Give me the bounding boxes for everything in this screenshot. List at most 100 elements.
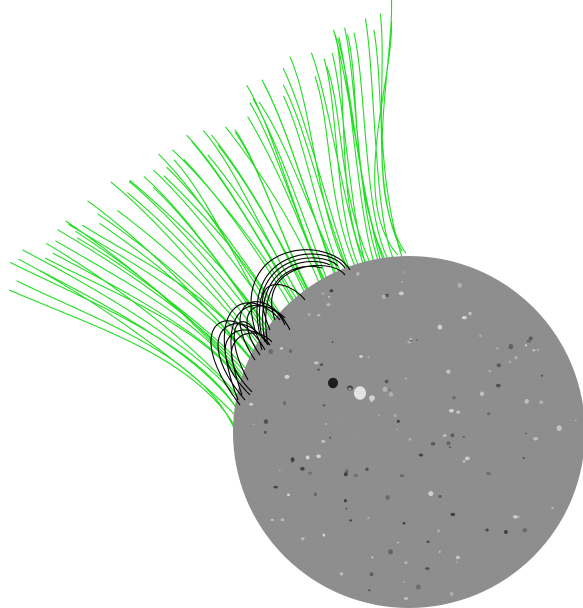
open-field-line xyxy=(382,0,406,253)
magnetic-feature xyxy=(287,494,290,497)
magnetic-feature xyxy=(416,339,418,341)
magnetic-feature xyxy=(378,414,380,416)
open-field-line xyxy=(17,281,236,433)
magnetic-feature xyxy=(320,363,323,366)
magnetic-feature xyxy=(322,404,325,406)
magnetic-feature xyxy=(368,589,371,591)
magnetic-feature xyxy=(405,378,408,380)
open-field-line xyxy=(335,35,378,279)
magnetic-feature xyxy=(308,313,311,316)
magnetic-feature xyxy=(356,272,359,275)
magnetic-feature xyxy=(451,513,455,516)
magnetic-feature xyxy=(369,395,375,400)
magnetic-feature xyxy=(463,460,466,462)
magnetic-feature xyxy=(509,344,514,349)
magnetic-feature xyxy=(322,292,325,294)
magnetic-feature xyxy=(400,474,405,477)
magnetic-feature xyxy=(349,519,352,521)
magnetic-feature xyxy=(539,401,543,404)
open-field-line xyxy=(375,21,398,255)
magnetic-feature xyxy=(449,409,454,413)
magnetic-feature xyxy=(437,529,440,532)
magnetic-feature xyxy=(306,455,310,459)
magnetic-feature xyxy=(301,537,305,540)
magnetic-feature xyxy=(271,519,274,521)
magnetic-feature xyxy=(354,386,366,399)
magnetic-feature xyxy=(409,438,412,441)
magnetic-feature xyxy=(268,349,273,354)
magnetic-feature xyxy=(497,363,501,367)
magnetic-feature xyxy=(407,341,411,343)
magnetic-feature xyxy=(314,361,319,364)
magnetic-feature xyxy=(427,540,430,543)
magnetic-feature xyxy=(480,392,484,397)
magnetic-feature xyxy=(525,344,527,346)
magnetic-feature xyxy=(401,281,403,282)
magnetic-feature xyxy=(327,303,331,306)
magnetic-feature xyxy=(465,456,470,460)
magnetic-feature xyxy=(443,434,447,437)
magnetic-feature xyxy=(359,355,363,358)
magnetic-feature xyxy=(348,388,351,390)
magnetic-feature xyxy=(514,356,517,359)
open-field-line xyxy=(345,28,385,276)
magnetic-feature xyxy=(332,341,334,343)
magnetic-feature xyxy=(397,420,400,423)
magnetic-feature xyxy=(329,437,331,439)
magnetic-feature xyxy=(370,400,373,402)
magnetic-feature xyxy=(394,414,397,417)
magnetic-feature xyxy=(456,410,460,413)
magnetic-feature xyxy=(455,561,457,562)
magnetic-feature xyxy=(316,455,320,459)
magnetic-feature xyxy=(354,474,358,477)
magnetic-feature xyxy=(371,556,373,559)
magnetic-feature xyxy=(317,369,320,371)
magnetic-feature xyxy=(278,470,281,472)
magnetic-feature xyxy=(264,431,267,434)
magnetic-feature xyxy=(344,499,347,502)
magnetic-feature xyxy=(438,495,442,498)
magnetic-feature xyxy=(404,561,407,564)
magnetic-feature xyxy=(508,360,511,363)
magnetic-feature xyxy=(526,340,530,343)
magnetic-feature xyxy=(365,467,368,471)
magnetic-feature xyxy=(463,436,465,437)
magnetic-feature xyxy=(513,515,517,518)
magnetic-feature xyxy=(575,420,577,421)
magnetic-feature xyxy=(344,472,348,476)
magnetic-feature xyxy=(328,296,330,298)
magnetic-feature xyxy=(488,370,490,372)
magnetic-feature xyxy=(280,347,283,349)
magnetic-feature xyxy=(403,522,406,525)
magnetic-feature xyxy=(410,340,412,342)
magnetic-feature xyxy=(425,567,429,570)
magnetic-feature xyxy=(274,486,278,489)
magnetic-feature xyxy=(345,507,347,509)
magnetic-feature xyxy=(385,380,389,384)
magnetic-feature xyxy=(300,467,304,471)
magnetic-feature xyxy=(462,316,467,319)
magnetic-feature xyxy=(389,392,393,396)
magnetic-feature xyxy=(289,349,292,353)
magnetic-feature xyxy=(468,312,471,315)
magnetic-feature xyxy=(532,349,535,351)
magnetic-feature xyxy=(383,387,388,392)
magnetic-feature xyxy=(291,461,293,463)
magnetic-feature xyxy=(314,493,317,497)
magnetic-feature xyxy=(308,472,311,475)
solar-disk xyxy=(233,256,583,608)
magnetic-feature xyxy=(416,584,421,589)
magnetic-feature xyxy=(252,423,254,425)
magnetic-feature xyxy=(368,356,370,358)
magnetic-feature xyxy=(382,295,387,299)
magnetic-feature xyxy=(487,412,491,415)
magnetic-feature xyxy=(439,551,441,553)
magnetic-feature xyxy=(479,334,482,337)
magnetic-feature xyxy=(367,517,369,519)
magnetic-feature xyxy=(385,495,389,500)
magnetic-feature xyxy=(389,389,391,391)
magnetic-feature xyxy=(321,440,325,443)
magnetic-feature xyxy=(517,516,519,518)
magnetic-feature xyxy=(325,423,327,425)
